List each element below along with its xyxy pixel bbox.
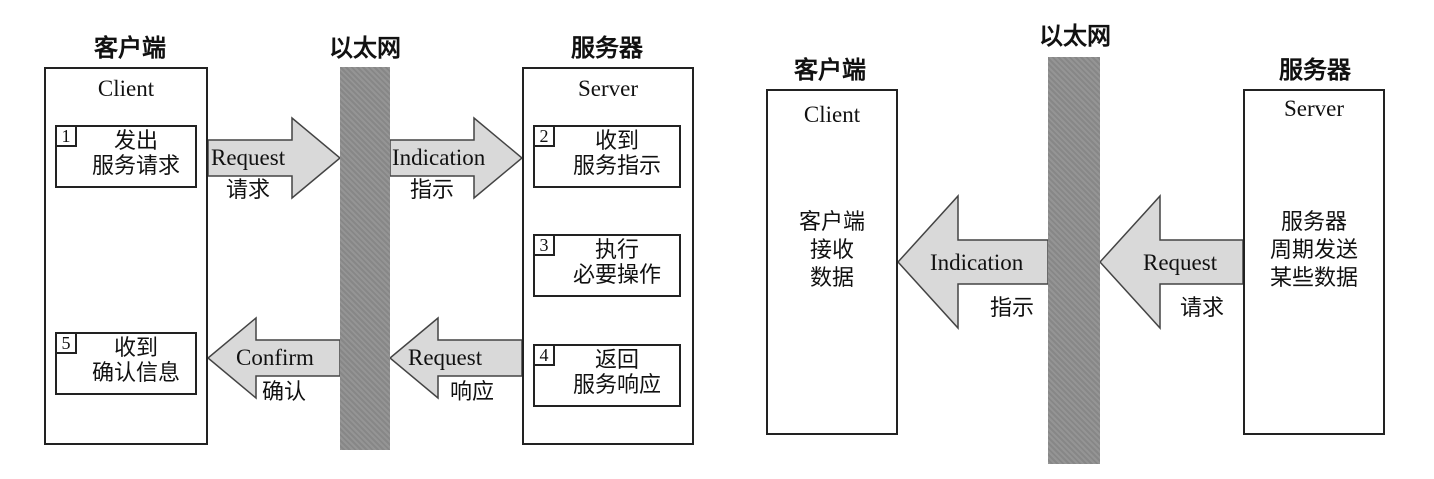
right-server-box: Server 服务器 周期发送 某些数据 — [1243, 89, 1385, 435]
step-1-number: 1 — [57, 127, 77, 147]
right-indication-arrow-caption: 指示 — [990, 296, 1035, 321]
step-4-line2: 服务响应 — [572, 373, 661, 398]
step-1-line2: 服务请求 — [91, 154, 180, 179]
step-4-line1: 返回 — [594, 348, 639, 373]
step-2-box: 2 收到 服务指示 — [533, 125, 681, 188]
right-request-arrow-caption: 请求 — [1180, 296, 1225, 321]
indication-arrow-label: Indication — [392, 145, 486, 170]
step-2-line1: 收到 — [594, 129, 639, 154]
left-ethernet-title: 以太网 — [329, 34, 401, 62]
right-ethernet-bar — [1048, 57, 1100, 464]
step-3-line1: 执行 — [594, 238, 639, 263]
step-4-box: 4 返回 服务响应 — [533, 344, 681, 407]
left-server-label: Server — [577, 76, 639, 101]
step-3-box: 3 执行 必要操作 — [533, 234, 681, 297]
step-3-line2: 必要操作 — [572, 263, 661, 288]
confirm-arrow-label: Confirm — [236, 345, 314, 370]
right-server-title: 服务器 — [1279, 56, 1351, 84]
left-client-label: Client — [97, 76, 155, 101]
left-server-title: 服务器 — [571, 34, 643, 62]
right-server-label: Server — [1283, 96, 1345, 121]
step-2-line2: 服务指示 — [572, 154, 661, 179]
step-5-line1: 收到 — [113, 336, 158, 361]
step-1-box: 1 发出 服务请求 — [55, 125, 197, 188]
right-server-text-line1: 服务器 — [1280, 210, 1347, 235]
request-arrow-label: Request — [211, 145, 286, 170]
right-indication-arrow — [896, 194, 1049, 330]
right-client-label: Client — [803, 102, 861, 127]
step-3-number: 3 — [535, 236, 555, 256]
step-2-number: 2 — [535, 127, 555, 147]
right-client-box: Client 客户端 接收 数据 — [766, 89, 898, 435]
right-client-text-line1: 客户端 — [798, 210, 865, 235]
request-arrow-caption: 请求 — [226, 178, 271, 203]
right-request-arrow — [1098, 194, 1244, 330]
step-5-number: 5 — [57, 334, 77, 354]
request-arrow — [207, 116, 342, 200]
indication-arrow-caption: 指示 — [410, 178, 455, 203]
step-5-box: 5 收到 确认信息 — [55, 332, 197, 395]
confirm-arrow-caption: 确认 — [262, 380, 307, 405]
right-indication-arrow-label: Indication — [930, 250, 1024, 275]
right-client-text-line2: 接收 — [809, 238, 854, 263]
left-client-title: 客户端 — [94, 34, 166, 62]
response-arrow — [388, 316, 523, 400]
response-arrow-label: Request — [408, 345, 483, 370]
left-ethernet-bar — [340, 67, 390, 450]
step-1-line1: 发出 — [113, 129, 158, 154]
right-server-text-line2: 周期发送 — [1269, 238, 1358, 263]
right-client-text-line3: 数据 — [809, 266, 854, 291]
confirm-arrow — [206, 316, 341, 400]
step-4-number: 4 — [535, 346, 555, 366]
right-request-arrow-label: Request — [1143, 250, 1218, 275]
response-arrow-caption: 响应 — [450, 380, 495, 405]
right-server-text-line3: 某些数据 — [1269, 266, 1358, 291]
indication-arrow — [389, 116, 524, 200]
right-ethernet-title: 以太网 — [1039, 22, 1111, 50]
step-5-line2: 确认信息 — [91, 361, 180, 386]
right-client-title: 客户端 — [794, 56, 866, 84]
